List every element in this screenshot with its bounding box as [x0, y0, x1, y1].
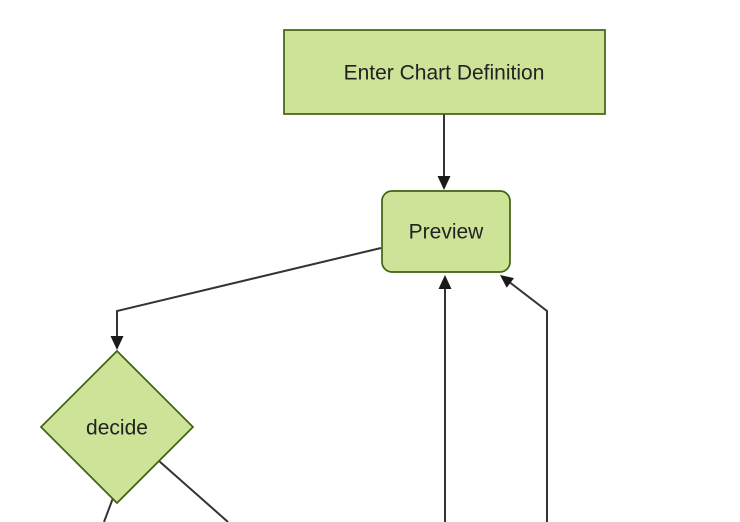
edge-offscreen-to-b-bent: [500, 275, 548, 522]
edge-line-c-offscreen-right: [158, 460, 229, 522]
arrowhead-a-b: [437, 176, 451, 190]
edge-offscreen-to-b-vertical: [438, 275, 452, 522]
edge-b-to-c: [110, 247, 382, 350]
arrowhead-offscreen-b-vertical: [438, 275, 452, 289]
edge-line-b-c: [116, 247, 382, 338]
arrowhead-offscreen-b-bent: [500, 275, 514, 288]
node-enter-chart-definition: Enter Chart Definition: [283, 29, 606, 115]
node-enter-chart-definition-label: Enter Chart Definition: [344, 62, 545, 85]
node-decide: decide: [39, 349, 195, 505]
node-enter-chart-definition-shape: [283, 29, 606, 115]
node-decide-label: decide: [86, 417, 148, 440]
edge-a-to-b: [437, 114, 451, 190]
node-preview: Preview: [381, 190, 511, 273]
arrowhead-b-c: [110, 336, 124, 350]
node-decide-shape: [39, 349, 195, 505]
edge-line-c-offscreen-left: [103, 497, 114, 522]
node-preview-label: Preview: [409, 221, 485, 244]
edge-c-to-offscreen-right: [158, 460, 229, 522]
node-preview-shape: [381, 190, 511, 273]
edge-line-offscreen-b-bent: [507, 280, 548, 522]
edge-c-to-offscreen-left: [103, 497, 114, 522]
